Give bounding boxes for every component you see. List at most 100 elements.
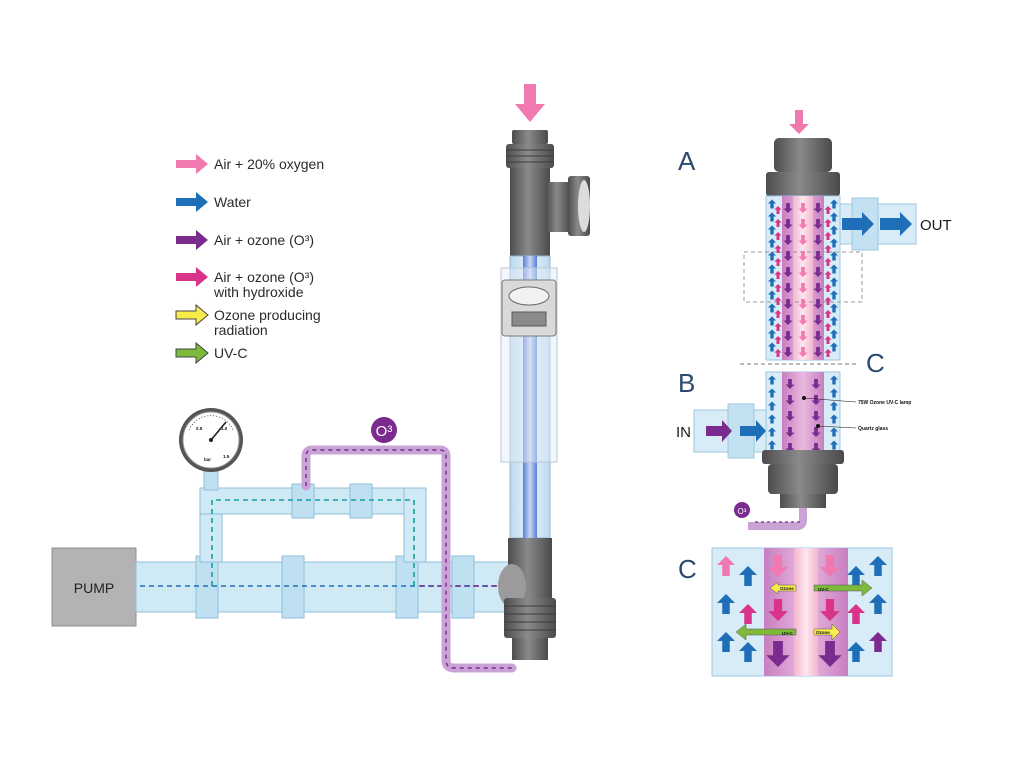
ozone-arrow-icon bbox=[811, 395, 821, 405]
flow-arrow-icon bbox=[847, 642, 865, 662]
water-arrow-icon bbox=[176, 192, 208, 212]
ozone-arrow-icon bbox=[785, 379, 795, 389]
panel-a: A OUT bbox=[678, 110, 952, 361]
ozone-arrow-icon bbox=[813, 203, 823, 213]
water-flow-arrow-icon bbox=[767, 238, 777, 248]
ozone-arrow-icon bbox=[783, 315, 793, 325]
water-flow-arrow-icon bbox=[829, 264, 839, 274]
ozone-arrow-icon bbox=[813, 347, 823, 357]
air-inlet-arrow-icon bbox=[515, 84, 545, 122]
water-flow-arrow-icon bbox=[829, 277, 839, 287]
water-flow-arrow-icon bbox=[767, 342, 777, 352]
ozone-hydroxide-arrow-icon bbox=[824, 336, 832, 344]
ozone-badge: O³ bbox=[371, 417, 397, 443]
ozone-hydroxide-arrow-icon bbox=[824, 310, 832, 318]
ozone-hydroxide-arrow-icon bbox=[774, 219, 782, 227]
ozone-hydroxide-arrow-icon bbox=[774, 258, 782, 266]
ozone-arrow-icon bbox=[785, 395, 795, 405]
ozone-hydroxide-arrow-icon bbox=[774, 284, 782, 292]
water-flow-arrow-icon bbox=[767, 251, 777, 261]
legend-label-air-ozone: Air + ozone (O³) bbox=[214, 232, 314, 248]
ozone-arrow-icon bbox=[783, 299, 793, 309]
ozone-badge-label: O³ bbox=[376, 423, 393, 440]
panel-c: C Ozone UV-C UV-C Ozone bbox=[678, 547, 893, 677]
ozone-arrow-icon bbox=[783, 203, 793, 213]
ozone-arrow-icon bbox=[813, 267, 823, 277]
air-ozone-hydroxide-arrow-icon bbox=[176, 267, 208, 287]
ozone-arrow-icon bbox=[783, 235, 793, 245]
ozone-arrow-icon bbox=[813, 235, 823, 245]
legend-label-air-oxygen: Air + 20% oxygen bbox=[214, 156, 324, 172]
water-flow-arrow-icon bbox=[829, 401, 839, 411]
water-flow-arrow-icon bbox=[829, 199, 839, 209]
air-oxygen-arrow-icon bbox=[798, 347, 808, 357]
ozone-arrow-icon bbox=[811, 427, 821, 437]
water-flow-arrow-icon bbox=[767, 427, 777, 437]
panel-b-glass-label: Quartz glass bbox=[858, 426, 888, 432]
water-flow-arrow-icon bbox=[829, 342, 839, 352]
water-pipe-network bbox=[135, 465, 525, 619]
gauge-tick-high: 1.0 bbox=[221, 426, 228, 431]
water-flow-arrow-icon bbox=[767, 290, 777, 300]
flow-arrow-icon bbox=[847, 604, 865, 624]
air-oxygen-arrow-icon bbox=[798, 251, 808, 261]
ozone-hydroxide-arrow-icon bbox=[774, 206, 782, 214]
flow-arrow-icon bbox=[739, 566, 757, 586]
panel-b-badge: O³ bbox=[738, 507, 747, 516]
air-oxygen-arrow-icon bbox=[176, 154, 208, 174]
air-oxygen-arrow-icon bbox=[798, 283, 808, 293]
air-oxygen-arrow-icon bbox=[798, 267, 808, 277]
ozone-arrow-icon bbox=[818, 641, 842, 667]
panel-c-tag-ozone-1: Ozone bbox=[780, 586, 794, 591]
ozone-hydroxide-arrow-icon bbox=[774, 349, 782, 357]
ozone-hydroxide-arrow-icon bbox=[824, 271, 832, 279]
ozone-arrow-icon bbox=[783, 283, 793, 293]
water-flow-arrow-icon bbox=[767, 375, 777, 385]
water-flow-arrow-icon bbox=[829, 414, 839, 424]
water-flow-arrow-icon bbox=[767, 316, 777, 326]
ozone-arrow-icon bbox=[811, 411, 821, 421]
ozone-hydroxide-arrow-icon bbox=[824, 297, 832, 305]
water-flow-arrow-icon bbox=[767, 388, 777, 398]
flow-arrow-icon bbox=[717, 594, 735, 614]
ozone-hydroxide-arrow-icon bbox=[824, 245, 832, 253]
pump-label: PUMP bbox=[74, 580, 114, 596]
water-flow-arrow-icon bbox=[829, 329, 839, 339]
flow-arrow-icon bbox=[847, 566, 865, 586]
water-flow-arrow-icon bbox=[767, 212, 777, 222]
ozone-return-tube bbox=[301, 445, 517, 673]
panel-b-lamp-label: 75W Ozone UV-C lamp bbox=[858, 400, 911, 406]
water-flow-arrow-icon bbox=[767, 303, 777, 313]
water-flow-arrow-icon bbox=[829, 212, 839, 222]
air-oxygen-arrow-icon bbox=[798, 203, 808, 213]
legend-label-ozone-radiation: Ozone producing bbox=[214, 307, 321, 323]
ozone-arrow-icon bbox=[783, 331, 793, 341]
ozone-hydroxide-arrow-icon bbox=[824, 206, 832, 214]
panel-c-tag-ozone-2: Ozone bbox=[816, 630, 830, 635]
gauge-tick-low: 0.5 bbox=[196, 426, 203, 431]
flow-arrow-icon bbox=[869, 632, 887, 652]
ozone-hydroxide-arrow-icon bbox=[768, 599, 788, 621]
gauge-needle bbox=[210, 421, 227, 441]
water-flow-arrow-icon bbox=[767, 199, 777, 209]
legend-label-uvc: UV-C bbox=[214, 345, 247, 361]
ozone-radiation-arrow-icon bbox=[175, 303, 209, 327]
ozone-hydroxide-arrow-icon bbox=[774, 336, 782, 344]
flow-arrow-icon bbox=[739, 604, 757, 624]
pressure-gauge: 0.5 1.0 1.5 bar bbox=[179, 408, 243, 472]
water-flow-arrow-icon bbox=[767, 329, 777, 339]
water-flow-arrow-icon bbox=[767, 277, 777, 287]
legend-label-water: Water bbox=[214, 194, 251, 210]
water-flow-arrow-icon bbox=[829, 290, 839, 300]
water-flow-arrow-icon bbox=[829, 440, 839, 450]
ozone-hydroxide-arrow-icon bbox=[824, 232, 832, 240]
air-oxygen-arrow-icon bbox=[798, 219, 808, 229]
uv-reactor bbox=[498, 84, 590, 660]
ozone-hydroxide-arrow-icon bbox=[820, 599, 840, 621]
water-flow-arrow-icon bbox=[767, 264, 777, 274]
air-oxygen-arrow-icon bbox=[798, 315, 808, 325]
water-flow-arrow-icon bbox=[767, 440, 777, 450]
air-ozone-arrow-icon bbox=[176, 230, 208, 250]
uvc-arrow-icon bbox=[175, 341, 209, 365]
